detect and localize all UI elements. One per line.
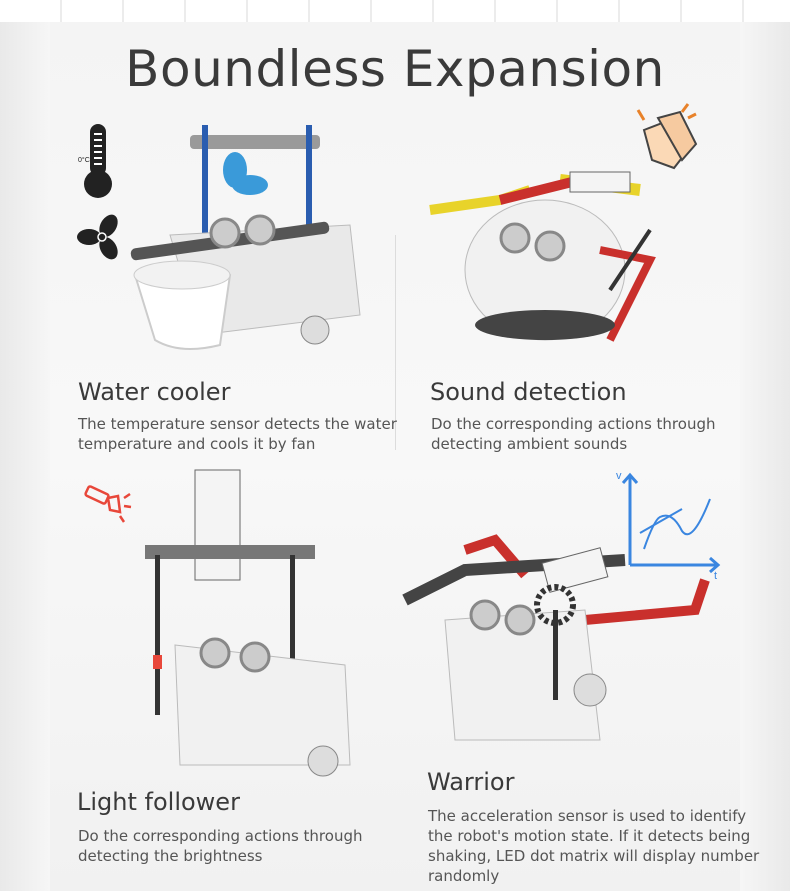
page-title: Boundless Expansion bbox=[125, 40, 665, 98]
description-line: temperature and cools it by fan bbox=[78, 435, 316, 453]
velocity-graph-icon: v t bbox=[616, 470, 721, 582]
left-wall bbox=[0, 0, 50, 891]
description-line: Do the corresponding actions through bbox=[78, 827, 363, 845]
light-follower-description: Do the corresponding actions through det… bbox=[78, 826, 362, 866]
graph-y-label: v bbox=[616, 470, 622, 482]
description-line: randomly bbox=[428, 867, 500, 885]
description-line: The temperature sensor detects the water bbox=[78, 415, 397, 433]
warrior-description: The acceleration sensor is used to ident… bbox=[428, 806, 759, 886]
thermometer-label: 0°C bbox=[78, 156, 90, 164]
sound-detection-description: Do the corresponding actions through det… bbox=[431, 414, 715, 454]
warrior-robot-image bbox=[402, 534, 710, 741]
description-line: detecting ambient sounds bbox=[431, 435, 628, 453]
description-line: Do the corresponding actions through bbox=[431, 415, 716, 433]
clapping-hands-icon bbox=[636, 103, 698, 170]
light-follower-robot-image bbox=[145, 469, 351, 777]
fan-icon bbox=[77, 214, 118, 260]
sound-detection-robot-image bbox=[429, 171, 656, 342]
ceiling-lights bbox=[0, 0, 790, 22]
description-line: the robot's motion state. If it detects … bbox=[428, 827, 751, 845]
light-follower-title: Light follower bbox=[77, 788, 240, 816]
water-cooler-title: Water cooler bbox=[78, 378, 231, 406]
water-cooler-robot-image bbox=[130, 125, 361, 350]
description-line: The acceleration sensor is used to ident… bbox=[428, 807, 747, 825]
water-cooler-description: The temperature sensor detects the water… bbox=[78, 414, 397, 454]
divider bbox=[395, 235, 396, 450]
flashlight-icon bbox=[84, 485, 132, 523]
sound-detection-title: Sound detection bbox=[430, 378, 627, 406]
thermometer-icon: 0°C bbox=[78, 124, 112, 198]
description-line: detecting the brightness bbox=[78, 847, 263, 865]
graph-x-label: t bbox=[714, 570, 717, 582]
right-wall bbox=[740, 0, 790, 891]
warrior-title: Warrior bbox=[427, 768, 515, 796]
description-line: shaking, LED dot matrix will display num… bbox=[428, 847, 760, 865]
